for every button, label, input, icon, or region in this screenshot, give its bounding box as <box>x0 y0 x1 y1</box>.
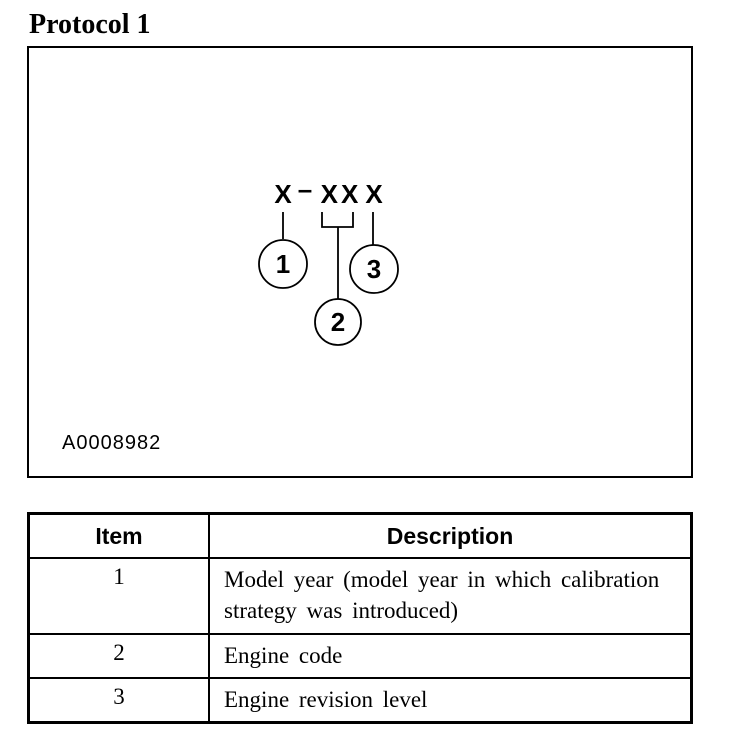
description-cell: Engine revision level <box>208 679 690 721</box>
item-number-cell: 2 <box>113 640 125 665</box>
callout-2-circle <box>314 298 362 346</box>
figure-box: X – XX X 1 2 3 A0008982 <box>27 46 693 478</box>
description-text: Engine code <box>224 643 343 668</box>
description-cell: Model year (model year in which calibrat… <box>208 559 690 633</box>
code-part-revision-level: X <box>365 179 383 209</box>
description-cell: Engine code <box>208 635 690 677</box>
code-separator-dash: – <box>298 174 312 204</box>
description-text: Model year (model year in which calibrat… <box>224 567 660 623</box>
callout-2-number: 2 <box>331 307 345 337</box>
code-part-engine-code: XX <box>321 179 362 209</box>
table-row: 2 Engine code <box>30 633 690 677</box>
code-format-diagram: X – XX X 1 2 3 <box>258 174 399 346</box>
figure-image-code: A0008982 <box>62 432 162 454</box>
description-text: Engine revision level <box>224 687 428 712</box>
page-title: Protocol 1 <box>29 9 151 40</box>
item-description-table: Item Description 1 Model year (model yea… <box>27 512 693 724</box>
code-part-model-year: X <box>274 179 292 209</box>
column-header-description: Description <box>208 515 690 557</box>
callout-3-circle <box>349 244 399 294</box>
callout-2-bracket <box>321 212 354 228</box>
table-header-row: Item Description <box>30 515 690 557</box>
column-header-item: Item <box>95 522 143 549</box>
table-row: 1 Model year (model year in which calibr… <box>30 557 690 633</box>
callout-1-circle <box>258 239 308 289</box>
table-row: 3 Engine revision level <box>30 677 690 721</box>
item-number-cell: 3 <box>113 684 125 709</box>
item-number-cell: 1 <box>113 564 125 589</box>
callout-1-number: 1 <box>276 249 290 279</box>
callout-3-number: 3 <box>367 254 381 284</box>
